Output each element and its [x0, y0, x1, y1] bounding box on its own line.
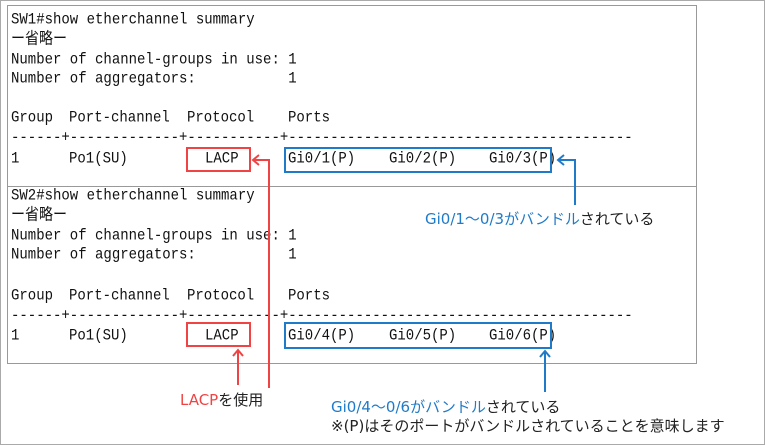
sw2-separator: ------+-------------+-----------+-------… — [11, 307, 633, 326]
sw1-ports-highlight — [284, 147, 552, 173]
blue-arrow-sw1 — [556, 154, 576, 205]
sw1-row-port: Gi0/2(P) — [389, 150, 457, 169]
sw1-row-port-channel: Po1(SU) — [69, 150, 128, 169]
sw2-omitted: ー省略ー — [11, 207, 67, 226]
port-status-note: ※(P)はそのポートがバンドルされていることを意味します — [331, 417, 725, 435]
red-arrow-sw2 — [232, 348, 244, 385]
sw2-groups-line: Number of channel-groups in use: 1 — [11, 227, 297, 246]
sw1-header-ports: Ports — [288, 109, 331, 128]
sw2-protocol-highlight — [186, 322, 251, 347]
sw2-row-port-channel: Po1(SU) — [69, 327, 128, 346]
sw1-groups-line: Number of channel-groups in use: 1 — [11, 51, 297, 70]
sw2-ports-annotation-highlight: Gi0/4～0/6がバンドル — [331, 398, 486, 416]
sw2-row-group: 1 — [11, 327, 20, 346]
sw2-ports-annotation-rest: されている — [485, 398, 561, 416]
sw1-ports-annotation: Gi0/1～0/3がバンドルされている — [425, 208, 654, 229]
lacp-annotation-highlight: LACP — [180, 391, 219, 409]
sw1-command: SW1#show etherchannel summary — [11, 11, 255, 30]
sw2-header-protocol: Protocol — [187, 287, 255, 306]
sw2-command: SW2#show etherchannel summary — [11, 187, 255, 206]
sw1-ports-annotation-rest: されている — [579, 210, 655, 228]
sw1-row-port: Gi0/3(P) — [489, 150, 557, 169]
blue-arrow-sw2 — [539, 349, 551, 392]
sw2-terminal-output: SW2#show etherchannel summary ー省略ー Numbe… — [7, 186, 697, 364]
sw1-header-protocol: Protocol — [187, 109, 255, 128]
sw1-protocol-highlight — [186, 147, 251, 172]
sw1-separator: ------+-------------+-----------+-------… — [11, 129, 633, 148]
sw2-ports-highlight — [284, 322, 552, 349]
red-arrow-sw1 — [251, 154, 270, 388]
sw2-row-protocol: LACP — [205, 327, 239, 346]
sw1-header-port-channel: Port-channel — [69, 109, 170, 128]
sw1-ports-annotation-highlight: Gi0/1～0/3がバンドル — [425, 210, 580, 228]
sw1-header-group: Group — [11, 109, 54, 128]
sw2-header-group: Group — [11, 287, 54, 306]
sw1-aggregators-line: Number of aggregators: 1 — [11, 70, 297, 89]
sw2-header-ports: Ports — [288, 287, 331, 306]
sw2-aggregators-line: Number of aggregators: 1 — [11, 246, 297, 265]
sw1-row-port: Gi0/1(P) — [288, 150, 356, 169]
sw2-row-port: Gi0/4(P) — [288, 327, 356, 346]
sw1-omitted: ー省略ー — [11, 31, 67, 50]
sw2-row-port: Gi0/6(P) — [489, 327, 557, 346]
lacp-annotation-rest: を使用 — [218, 391, 264, 409]
sw2-row-port: Gi0/5(P) — [389, 327, 457, 346]
sw2-ports-annotation: Gi0/4～0/6がバンドルされている — [331, 396, 560, 417]
sw1-row-protocol: LACP — [205, 150, 239, 169]
sw2-header-port-channel: Port-channel — [69, 287, 170, 306]
sw1-row-group: 1 — [11, 150, 20, 169]
lacp-annotation: LACPを使用 — [180, 389, 263, 410]
